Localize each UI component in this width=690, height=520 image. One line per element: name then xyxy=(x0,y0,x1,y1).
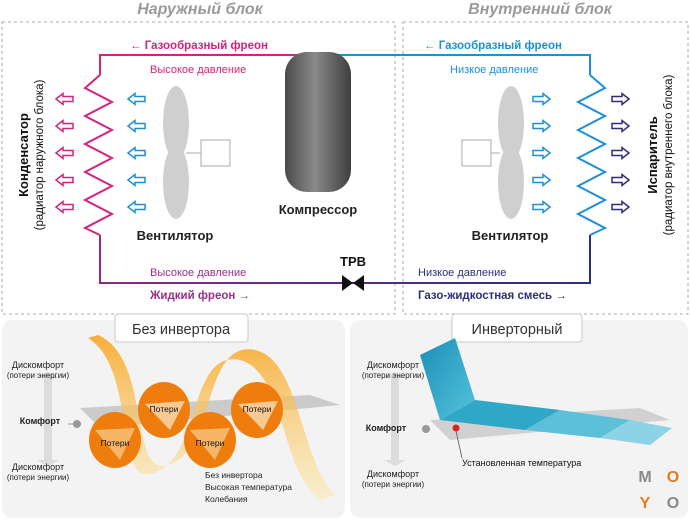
outdoor-high-pressure-bottom: Высокое давление xyxy=(150,267,246,279)
indoor-title: Внутренний блок xyxy=(468,1,613,18)
cool-air-arrow-icon xyxy=(532,172,552,188)
indoor-low-pressure-bottom: Низкое давление xyxy=(418,267,506,279)
loss-label-3: Потери xyxy=(196,438,225,448)
outdoor-high-pressure-top: Высокое давление xyxy=(150,64,246,76)
hot-air-arrow-icon xyxy=(54,199,74,215)
valve-icon xyxy=(342,275,364,291)
inv-discomfort-bottom-1: Дискомфорт xyxy=(367,469,419,479)
logo-letter-1: M xyxy=(638,469,651,486)
indoor-frame xyxy=(402,21,689,315)
condenser-sub-label: (радиатор наружного блока) xyxy=(34,79,46,230)
room-air-arrow-icon xyxy=(611,145,631,161)
cool-air-arrow-icon xyxy=(532,118,552,134)
intake-air-arrow-icon xyxy=(126,172,146,188)
set-temperature-label: Установленная температура xyxy=(462,458,581,468)
indoor-gas-freon-label: ← Газообразный фреон xyxy=(424,40,562,52)
indoor-fan-label: Вентилятор xyxy=(472,228,549,243)
loss-label-4: Потери xyxy=(243,404,272,414)
room-air-arrow-icon xyxy=(611,172,631,188)
ni-legend-2: Высокая температура xyxy=(205,482,292,492)
condenser-coil xyxy=(82,74,115,236)
inverter-panel: Инверторный Дискомфорт (потери энергии) … xyxy=(350,313,688,518)
loss-label-2: Потери xyxy=(150,404,179,414)
evaporator-sub-label: (радиатор внутреннего блока) xyxy=(663,74,675,235)
hot-air-arrow-icon xyxy=(54,172,74,188)
evaporator-coil xyxy=(575,74,608,236)
inv-comfort: Комфорт xyxy=(366,423,407,433)
intake-air-arrow-icon xyxy=(126,145,146,161)
temperature-wave xyxy=(88,335,335,500)
outdoor-title: Наружный блок xyxy=(137,1,263,18)
outdoor-air-arrows xyxy=(126,91,146,215)
indoor-low-pressure-top: Низкое давление xyxy=(450,64,538,76)
ni-discomfort-bottom-2: (потери энергии) xyxy=(7,473,70,482)
ni-legend-1: Без инвертора xyxy=(205,470,263,480)
cool-air-arrow-icon xyxy=(532,199,552,215)
indoor-air-arrows xyxy=(532,91,552,215)
moyo-logo: M O Y O xyxy=(638,469,679,512)
inv-discomfort-bottom-2: (потери энергии) xyxy=(362,480,425,489)
intake-air-arrow-icon xyxy=(126,199,146,215)
non-inverter-label: Без инвертора xyxy=(132,322,231,338)
room-air-arrow-icon xyxy=(611,199,631,215)
inverter-label: Инверторный xyxy=(472,322,563,338)
outdoor-liquid-freon-label: Жидкий фреон → xyxy=(149,290,250,302)
ni-discomfort-top-1: Дискомфорт xyxy=(12,360,64,370)
ni-discomfort-bottom-1: Дискомфорт xyxy=(12,462,64,472)
outdoor-gas-freon-label: ← Газообразный фреон xyxy=(130,40,268,52)
logo-letter-3: Y xyxy=(640,495,651,512)
compressor-icon xyxy=(285,52,351,192)
ni-comfort: Комфорт xyxy=(20,416,61,426)
hot-air-arrow-icon xyxy=(54,145,74,161)
inv-discomfort-top-1: Дискомфорт xyxy=(367,360,419,370)
condenser-label: Конденсатор xyxy=(16,113,31,197)
cool-air-arrow-icon xyxy=(532,145,552,161)
outdoor-fan-label: Вентилятор xyxy=(137,228,214,243)
outdoor-fan-icon xyxy=(163,86,231,219)
non-inverter-panel: Без инвертора Дискомфорт (потери энергии… xyxy=(2,313,345,518)
ni-legend-3: Колебания xyxy=(205,494,248,504)
condenser-heat-arrows xyxy=(54,91,74,215)
inverter-ribbon xyxy=(420,338,475,420)
inv-discomfort-top-2: (потери энергии) xyxy=(362,371,425,380)
outdoor-frame xyxy=(1,21,396,315)
hot-air-arrow-icon xyxy=(54,118,74,134)
evaporator-air-arrows xyxy=(611,91,631,215)
room-air-arrow-icon xyxy=(611,91,631,107)
valve-label: ТРВ xyxy=(340,254,366,269)
cool-air-arrow-icon xyxy=(532,91,552,107)
indoor-fan-icon xyxy=(461,86,524,219)
compressor-label: Компрессор xyxy=(279,202,358,217)
evaporator-label: Испаритель xyxy=(645,116,660,193)
logo-letter-2: O xyxy=(667,469,679,486)
ni-discomfort-top-2: (потери энергии) xyxy=(7,371,70,380)
hot-air-arrow-icon xyxy=(54,91,74,107)
intake-air-arrow-icon xyxy=(126,118,146,134)
room-air-arrow-icon xyxy=(611,118,631,134)
intake-air-arrow-icon xyxy=(126,91,146,107)
logo-letter-4: O xyxy=(667,495,679,512)
indoor-gas-liquid-label: Газо-жидкостная смесь → xyxy=(418,290,567,302)
loss-label-1: Потери xyxy=(101,438,130,448)
